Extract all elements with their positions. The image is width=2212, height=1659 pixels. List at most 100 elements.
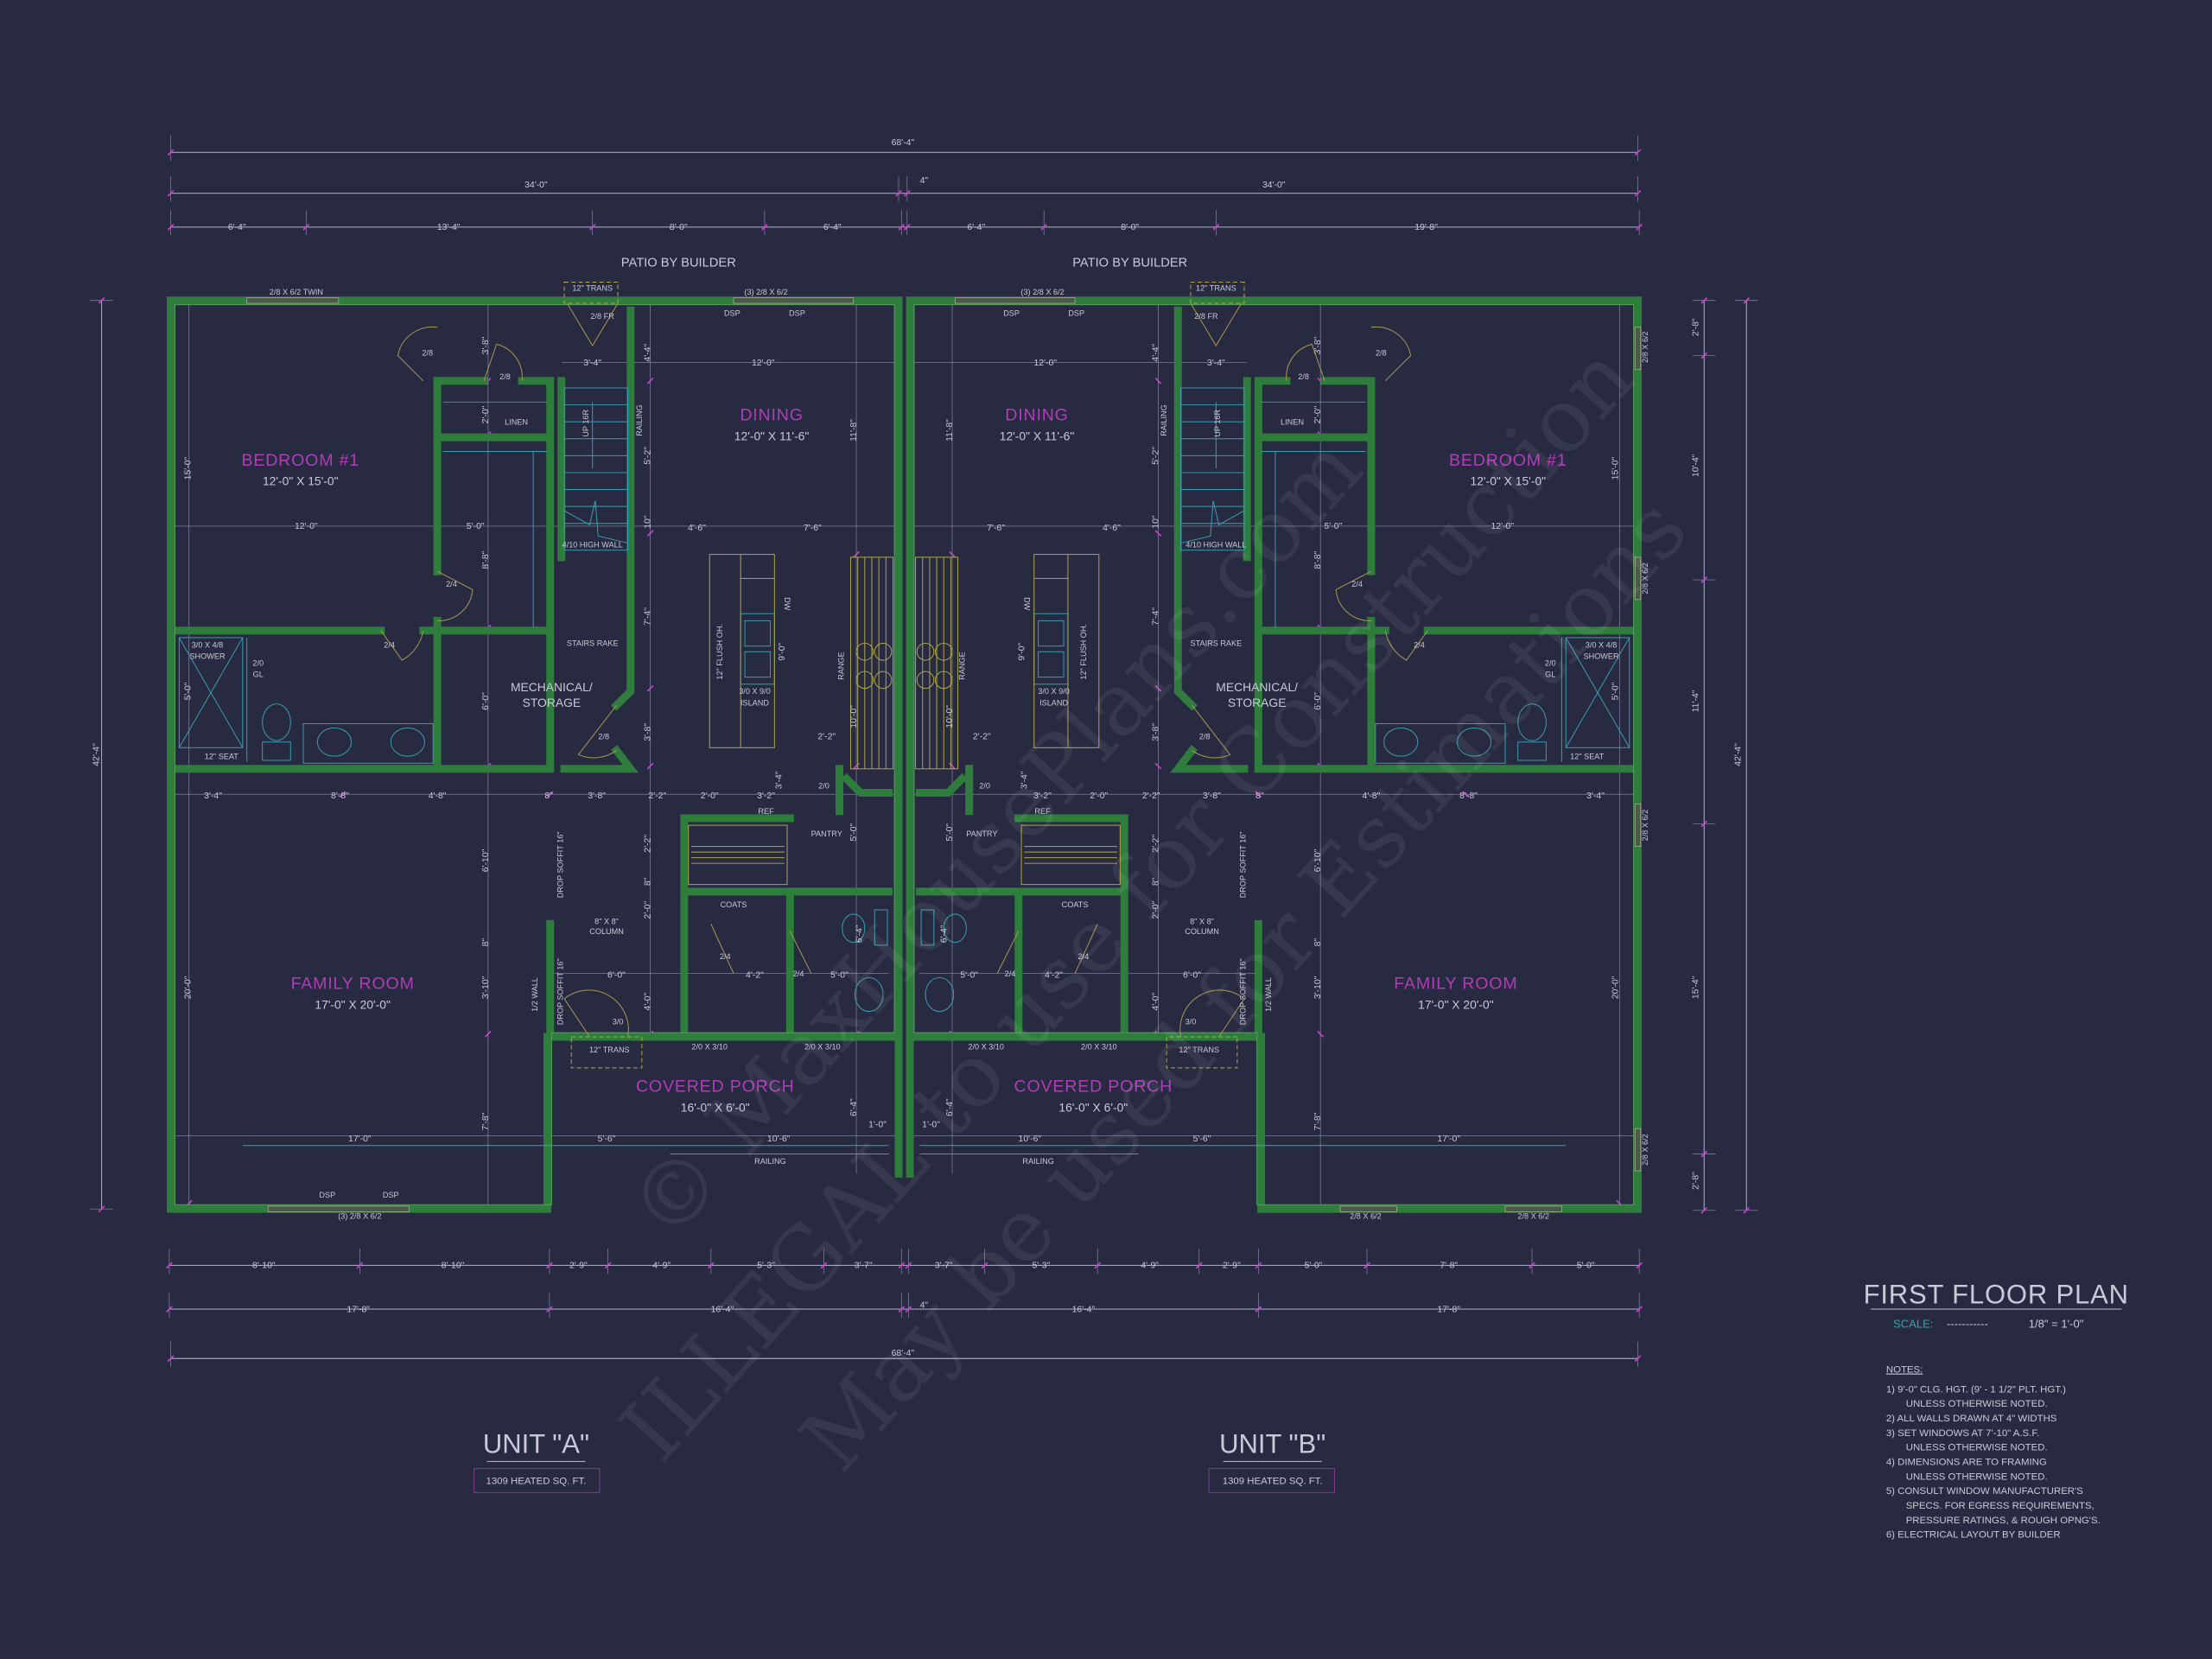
room-name: BEDROOM #1 (241, 451, 359, 470)
dimension-label: 8'-10" (252, 1262, 276, 1271)
dimension-label: 3'-4" (204, 791, 222, 801)
annotation-label: 2/8 (1298, 372, 1309, 381)
annotation-label: 2/4 (1351, 580, 1363, 588)
annotation-label: 2/4 (1414, 640, 1425, 649)
annotation-label: 2/8 X 6/2 (1517, 1212, 1549, 1221)
dimension-label: 2'-0" (1090, 791, 1108, 801)
annotation-label: COLUMN (589, 927, 624, 936)
dimension-label: 4'-4" (644, 343, 653, 361)
dimension-label: 8'-0" (1121, 223, 1139, 232)
dimension-label: 2'-8" (1692, 318, 1701, 336)
note-line: PRESSURE RATINGS, & ROUGH OPNG'S. (1906, 1516, 2101, 1526)
drawing-title: FIRST FLOOR PLAN (1864, 1280, 2129, 1310)
title-block: FIRST FLOOR PLAN SCALE: ----------- 1/8"… (1864, 1280, 2129, 1541)
dimension-tick (1700, 1206, 1708, 1214)
dimension-label: 5'-0" (467, 522, 485, 531)
dimension-label: 8'-8" (1459, 791, 1478, 801)
annotation-label: LINEN (505, 417, 528, 426)
dimension-tick (166, 1306, 173, 1313)
area-label: PATIO BY BUILDER (621, 257, 736, 270)
annotation-label: 2/8 X 6/2 (1641, 810, 1649, 842)
dimension-tick (1529, 1262, 1535, 1269)
dimension-label: 8'-8" (481, 550, 491, 569)
unit-a-caption: UNIT "A" 1309 HEATED SQ. FT. (474, 1429, 601, 1493)
annotation-label: 12" TRANS (1196, 283, 1236, 292)
dimension-label: 5'-0" (1305, 1262, 1323, 1271)
dimension-label: 17'-8" (346, 1305, 370, 1314)
dimension-label: 8'-0" (670, 223, 688, 232)
dimension-label: 17'-0" (1437, 1135, 1460, 1144)
dimension-tick (1636, 224, 1643, 231)
annotation-label: DSP (1003, 309, 1020, 318)
room-size: STORAGE (523, 696, 582, 709)
annotation-label: DROP SOFFIT 16" (1239, 831, 1248, 898)
dimension-label: 4'-2" (1045, 970, 1063, 980)
dimension-label: 5'-0" (183, 682, 193, 700)
dimension-label: 11'-8" (945, 419, 955, 442)
dimension-label: 10'-0" (945, 705, 955, 728)
dimension-tick (546, 1306, 553, 1313)
annotation-label: 2/8 X 6/2 (1641, 331, 1649, 363)
dimension-label: 34'-0" (524, 181, 548, 190)
dimension-tick (898, 1262, 906, 1269)
dimension-label: 5'-3" (757, 1262, 775, 1271)
annotation-label: 3/0 X 9/0 (739, 687, 771, 696)
dimension-label: 3'-4" (1020, 771, 1030, 789)
dimension-tick (167, 189, 175, 197)
dimension-label: 4'-2" (746, 970, 764, 980)
annotation-label: 1/2 WALL (1264, 977, 1273, 1012)
overall-dimension-labels: 68'-4"34'-0"34'-0"4"6'-4"13'-4"8'-0"6'-4… (92, 138, 1743, 1358)
annotation-label: DW (1022, 597, 1031, 611)
dimension-label: 4" (920, 1300, 929, 1310)
dimension-label: 3'-7" (855, 1262, 873, 1271)
annotation-label: 2/8 (422, 348, 433, 357)
annotation-label: 2/8 (1199, 733, 1211, 741)
annotation-label: 2/4 (446, 580, 457, 588)
dimension-label: 4'-6" (1103, 524, 1121, 533)
room-size: 12'-0" X 15'-0" (1471, 474, 1547, 488)
annotation-label: 2/8 (1376, 348, 1387, 357)
annotation-label: DW (783, 597, 791, 611)
dimension-tick (604, 1262, 612, 1269)
dimension-label: 7'-4" (1151, 607, 1160, 626)
dimension-label: 16'-4" (1072, 1305, 1096, 1314)
dimension-label: 3'-4" (774, 771, 784, 789)
dimension-tick (1094, 1262, 1102, 1269)
note-line: 1) 9'-0" CLG. HGT. (9' - 1 1/2" PLT. HGT… (1886, 1384, 2066, 1395)
note-line: 2) ALL WALLS DRAWN AT 4" WIDTHS (1886, 1414, 2057, 1424)
room-size: MECHANICAL/ (511, 680, 593, 694)
annotation-label: 2/8 X 6/2 (1350, 1212, 1382, 1221)
dimension-tick (898, 1306, 906, 1313)
room-name: DINING (1005, 406, 1068, 425)
dimension-tick (1700, 1150, 1708, 1158)
dimension-label: 5'-2" (1151, 447, 1160, 465)
annotation-label: UP 16R (1213, 409, 1222, 436)
unit-b-area: 1309 HEATED SQ. FT. (1223, 1477, 1323, 1487)
dimension-label: 15'-0" (1611, 456, 1621, 480)
scale-dashes: ----------- (1947, 1317, 1988, 1330)
dimension-label: 4'-4" (1151, 343, 1160, 361)
unit-a-area: 1309 HEATED SQ. FT. (486, 1477, 587, 1487)
dimension-label: 6'-0" (1183, 970, 1201, 980)
dimension-label: 10'-0" (849, 705, 859, 728)
dimension-label: 2'-0" (644, 900, 653, 918)
dimension-tick (895, 189, 902, 197)
annotation-label: 2/0 (252, 659, 264, 668)
annotation-label: 3/0 X 9/0 (1038, 687, 1070, 696)
dimension-tick (167, 1355, 175, 1363)
dimension-label: 2'-9" (569, 1262, 588, 1271)
annotation-label: 12" SEAT (1570, 752, 1605, 760)
dimension-label: 8'-8" (331, 791, 349, 801)
dimension-label: 6'-4" (823, 223, 842, 232)
annotation-label: 12" TRANS (589, 1046, 630, 1054)
dimension-tick (903, 189, 911, 197)
dimension-label: 8'-8" (1313, 550, 1323, 569)
dimension-tick (98, 1205, 105, 1213)
dimension-label: 4'-8" (429, 791, 447, 801)
annotation-label: 12" SEAT (205, 752, 239, 760)
dimension-label: 4'-9" (652, 1262, 671, 1271)
dimension-label: 9'-0" (778, 643, 787, 661)
dimension-tick (1634, 1355, 1642, 1363)
room-name: COVERED PORCH (1014, 1077, 1173, 1096)
annotation-label: GL (1545, 671, 1555, 679)
